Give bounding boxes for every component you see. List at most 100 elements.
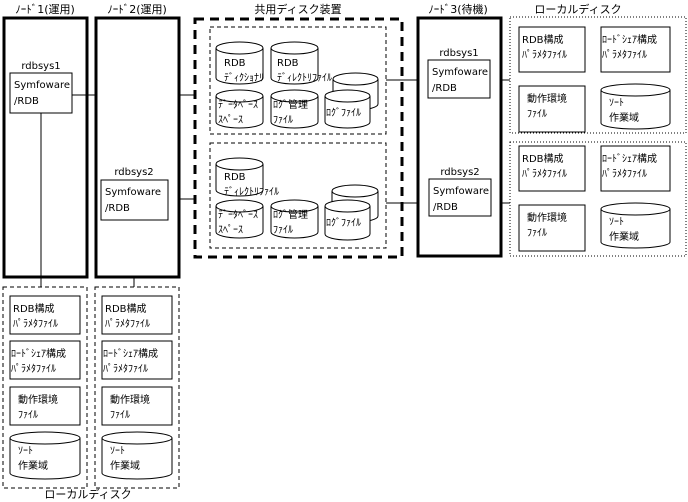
item-label: 動作環境 [110,393,150,406]
item-label: ｿｰﾄ [110,446,125,457]
item-label: ﾊﾟﾗﾒﾀﾌｧｲﾙ [522,168,567,180]
item-label: 作業域 [110,459,140,472]
loadshare-config-param-file: ﾛｰﾄﾞｼｪｱ構成 ﾊﾟﾗﾒﾀﾌｧｲﾙ [9,340,81,380]
product-name: Symfoware [14,80,70,91]
item-label: RDB構成 [522,152,564,165]
item-label: ｿｰﾄ [609,98,624,109]
rdb-config-param-file: RDB構成 ﾊﾟﾗﾒﾀﾌｧｲﾙ [518,26,586,73]
log-file-cylinder: ﾛｸﾞﾌｧｲﾙ [324,199,371,241]
product-name: /RDB [432,83,457,94]
symfoware-box: Symfoware /RDB [428,178,492,217]
item-label: RDB構成 [105,302,147,315]
rdbsys2-label: rdbsys2 [114,167,153,178]
product-name: /RDB [433,202,458,213]
node3: ﾉｰﾄﾞ3(待機) rdbsys1 Symfoware /RDB rdbsys2… [416,2,503,258]
shared-disk-title: 共用ディスク装置 [254,2,341,16]
env-file: 動作環境 ﾌｧｲﾙ [518,85,586,133]
local-disk-node3-2 [509,141,687,257]
loadshare-config-param-file: ﾛｰﾄﾞｼｪｱ構成 ﾊﾟﾗﾒﾀﾌｧｲﾙ [600,145,671,192]
local-disk-title: ローカルディスク [534,2,621,16]
item-label: ﾛｸﾞ管理 [273,208,308,221]
item-label: ｽﾍﾟｰｽ [218,224,243,236]
item-label: ﾃﾞｰﾀﾍﾞｰｽ [218,209,258,221]
product-name: /RDB [14,96,39,107]
local-disk-node1 [2,286,88,489]
rdbsys2-label: rdbsys2 [440,167,479,178]
rdb-config-param-file: RDB構成 ﾊﾟﾗﾒﾀﾌｧｲﾙ [518,145,586,192]
log-management-cylinder: ﾛｸﾞ管理 ﾌｧｲﾙ [270,89,319,129]
item-label: ﾌｧｲﾙ [18,410,38,421]
shared-group-2 [209,142,387,249]
node3-label: ﾉｰﾄﾞ3(待機) [428,2,488,16]
node2-label: ﾉｰﾄﾞ2(運用) [107,3,167,16]
item-label: ﾛｰﾄﾞｼｪｱ構成 [103,347,158,360]
item-label: 作業域 [18,459,48,472]
item-label: RDB構成 [13,302,55,315]
shared-group-1 [209,26,387,135]
item-label: 動作環境 [527,92,567,105]
item-label: ｿｰﾄ [609,217,624,228]
rdb-config-param-file: RDB構成 ﾊﾟﾗﾒﾀﾌｧｲﾙ [101,295,173,335]
item-label: RDB構成 [522,33,564,46]
item-label: ﾊﾟﾗﾒﾀﾌｧｲﾙ [522,49,567,61]
node2: ﾉｰﾄﾞ2(運用) rdbsys2 Symfoware /RDB [94,3,181,279]
rdbsys1-label: rdbsys1 [21,61,60,72]
symfoware-box: Symfoware /RDB [100,179,169,221]
item-label: ﾌｧｲﾙ [527,228,547,239]
item-label: ﾛｰﾄﾞｼｪｱ構成 [602,152,657,165]
node1-label: ﾉｰﾄﾞ1(運用) [15,3,75,16]
item-label: RDB [224,58,246,69]
product-name: /RDB [105,203,130,214]
log-file-cylinder: ﾛｸﾞﾌｧｲﾙ [324,89,371,129]
item-label: 動作環境 [527,211,567,224]
symfoware-box: Symfoware /RDB [9,72,73,114]
item-label: ﾃﾞｨｸｼｮﾅﾘ [224,72,264,84]
item-label: RDB [277,58,299,69]
env-file: 動作環境 ﾌｧｲﾙ [101,386,173,426]
item-label: ﾛｸﾞﾌｧｲﾙ [326,217,361,229]
item-label: ﾊﾟﾗﾒﾀﾌｧｲﾙ [602,168,647,180]
local-disk-node2 [94,286,180,489]
item-label: RDB [224,172,246,183]
env-file: 動作環境 ﾌｧｲﾙ [9,386,81,426]
item-label: ﾊﾟﾗﾒﾀﾌｧｲﾙ [13,318,58,330]
sort-work-area-cylinder: ｿｰﾄ 作業域 [600,83,671,130]
item-label: ﾌｧｲﾙ [110,410,130,421]
shared-disk: 共用ディスク装置 [193,2,404,259]
env-file: 動作環境 ﾌｧｲﾙ [518,204,586,252]
item-label: ﾌｧｲﾙ [527,109,547,120]
product-name: Symfoware [432,67,488,78]
item-label: ﾊﾟﾗﾒﾀﾌｧｲﾙ [602,49,647,61]
product-name: Symfoware [105,187,161,198]
item-label: ﾛｸﾞﾌｧｲﾙ [326,107,361,119]
item-label: ﾊﾟﾗﾒﾀﾌｧｲﾙ [103,363,148,375]
item-label: ﾃﾞｨﾚｸﾄﾘﾌｧｲﾙ [277,72,332,84]
local-disk-title: ローカルディスク [44,487,131,501]
rdb-directory-cylinder: RDB ﾃﾞｨﾚｸﾄﾘﾌｧｲﾙ [270,41,332,85]
item-label: ﾊﾟﾗﾒﾀﾌｧｲﾙ [105,318,150,330]
log-management-cylinder: ﾛｸﾞ管理 ﾌｧｲﾙ [270,199,319,239]
node1: ﾉｰﾄﾞ1(運用) rdbsys1 Symfoware /RDB [2,3,89,279]
item-label: ﾌｧｲﾙ [273,115,293,126]
item-label: ｿｰﾄ [18,446,33,457]
rdb-directory-cylinder: RDB ﾃﾞｨﾚｸﾄﾘﾌｧｲﾙ [215,157,279,198]
item-label: ﾃﾞｨﾚｸﾄﾘﾌｧｲﾙ [224,186,279,198]
item-label: ﾛｰﾄﾞｼｪｱ構成 [11,347,66,360]
database-space-cylinder: ﾃﾞｰﾀﾍﾞｰｽ ｽﾍﾟｰｽ [215,199,264,239]
sort-work-area-cylinder: ｿｰﾄ 作業域 [101,431,173,480]
item-label: 動作環境 [18,393,58,406]
loadshare-config-param-file: ﾛｰﾄﾞｼｪｱ構成 ﾊﾟﾗﾒﾀﾌｧｲﾙ [101,340,173,380]
item-label: 作業域 [609,230,639,243]
item-label: ﾊﾟﾗﾒﾀﾌｧｲﾙ [11,363,56,375]
sort-work-area-cylinder: ｿｰﾄ 作業域 [600,202,671,249]
sort-work-area-cylinder: ｿｰﾄ 作業域 [9,431,81,480]
item-label: 作業域 [609,111,639,124]
item-label: ﾛｸﾞ管理 [273,98,308,111]
item-label: ｽﾍﾟｰｽ [218,114,243,126]
rdb-dictionary-cylinder: RDB ﾃﾞｨｸｼｮﾅﾘ [215,41,264,85]
symfoware-box: Symfoware /RDB [427,59,491,99]
item-label: ﾌｧｲﾙ [273,225,293,236]
